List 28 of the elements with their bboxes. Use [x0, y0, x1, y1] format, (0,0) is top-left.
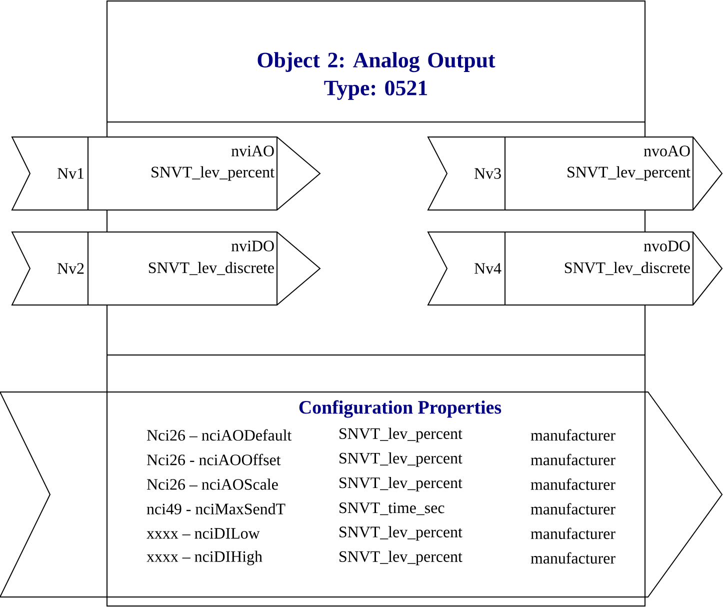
- table-cell: manufacturer: [530, 552, 616, 564]
- table-cell: SNVT_lev_percent: [340, 428, 462, 442]
- table-cell: manufacturer: [530, 454, 616, 466]
- table-cell: SNVT_lev_percent: [340, 452, 462, 467]
- chevron-tag: Nv1: [11, 136, 88, 210]
- section-heading: Configuration Properties: [299, 400, 502, 418]
- table-cell: SNVT_lev_percent: [340, 476, 462, 492]
- table-cell: manufacturer: [530, 503, 616, 514]
- table-cell: manufacturer: [530, 429, 616, 441]
- table-cell: xxxx – nciDILow: [146, 528, 260, 539]
- table-cell: SNVT_lev_percent: [340, 526, 462, 541]
- title: Object 2: Analog Output Type: 0521: [258, 52, 496, 100]
- node-label: nvoDO: [644, 240, 690, 252]
- chevron-tag: Nv3: [427, 136, 506, 210]
- chevron-tag: Nv4: [427, 232, 506, 306]
- table-cell: xxxx – nciDIHigh: [146, 550, 262, 566]
- node-label: SNVT_lev_discrete: [564, 262, 690, 276]
- table-cell: manufacturer: [530, 478, 616, 490]
- chevron-tag: Nv2: [11, 232, 88, 306]
- node-label: SNVT_lev_percent: [568, 166, 690, 181]
- table-cell: Nci26 - nciAOOffset: [146, 454, 281, 466]
- node-label: nvoAO: [644, 146, 690, 156]
- table-cell: SNVT_time_sec: [340, 502, 444, 516]
- table-cell: Nci26 – nciAOScale: [146, 478, 278, 490]
- table-cell: SNVT_lev_percent: [340, 550, 462, 566]
- table-cell: nci49 - nciMaxSendT: [146, 503, 286, 514]
- table-cell: manufacturer: [530, 528, 616, 540]
- table-cell: Nci26 – nciAODefault: [146, 429, 292, 441]
